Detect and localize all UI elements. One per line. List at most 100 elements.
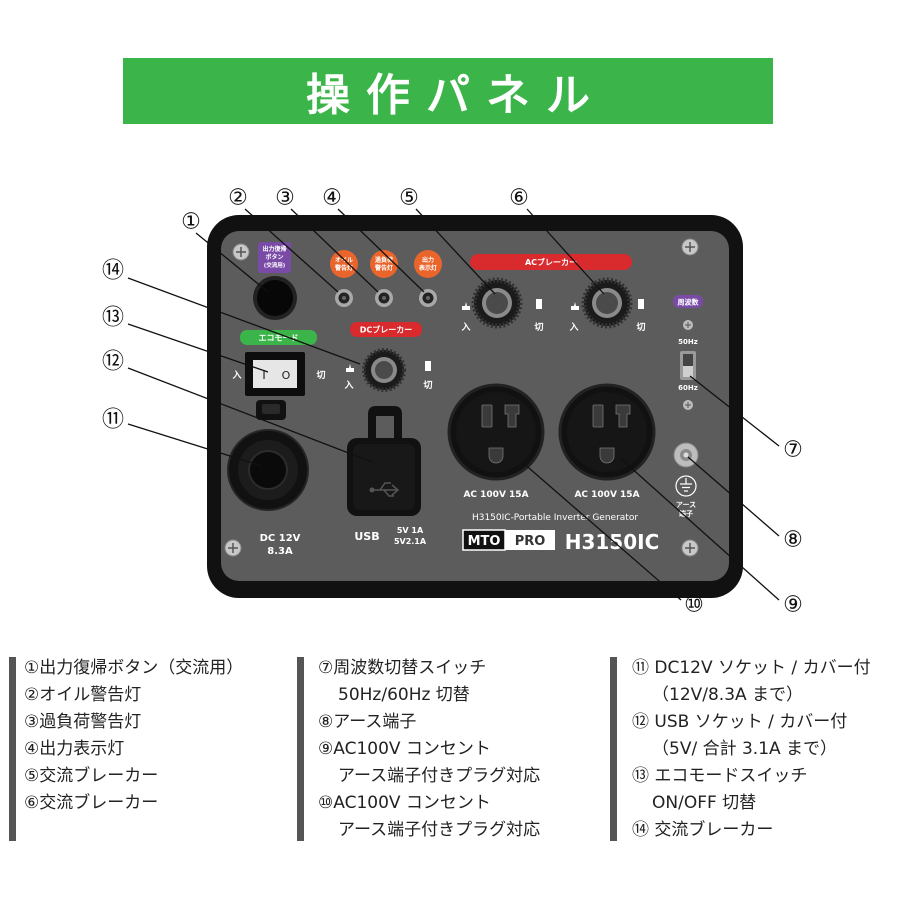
- dc-breaker-label-text: DCブレーカー: [360, 325, 413, 335]
- legend-item: ④出力表示灯: [24, 739, 125, 759]
- legend-item: ⑨AC100V コンセント: [318, 739, 491, 759]
- page-title: 操作パネル: [306, 70, 606, 121]
- lamp-label-line: 警告灯: [374, 264, 393, 272]
- output-indicator-lamp: [419, 289, 437, 307]
- callout-4: ④: [322, 186, 342, 211]
- reset-icon: [571, 302, 579, 310]
- legend-item: ③過負荷警告灯: [24, 712, 142, 732]
- leader-line: [415, 208, 496, 295]
- leader-line: [244, 208, 339, 293]
- dc-breaker-on-label: 入: [343, 380, 353, 391]
- legend-item-note: 50Hz/60Hz 切替: [338, 685, 470, 705]
- legend-item-note: アース端子付きプラグ対応: [338, 820, 541, 840]
- legend-divider: [610, 657, 617, 841]
- legend-item: ②オイル警告灯: [24, 685, 142, 705]
- dc-breaker-off-label: 切: [423, 380, 432, 391]
- reset-label-line: 出力復帰: [262, 245, 286, 253]
- ac-breaker-on-label: 入: [568, 322, 578, 333]
- legend-divider: [9, 657, 16, 841]
- eco-mode-off-label: 切: [316, 370, 325, 381]
- reset-button-label: 出力復帰 ボタン (交流用): [258, 242, 291, 273]
- leader-line: [521, 461, 682, 601]
- legend-item: ①出力復帰ボタン（交流用）: [24, 658, 244, 678]
- callout-10: ⑩: [684, 593, 704, 618]
- dc-breaker-label: DCブレーカー: [350, 322, 422, 337]
- legend-item: ⑪ DC12V ソケット / カバー付: [632, 658, 871, 678]
- frequency-60hz-label: 60Hz: [678, 384, 698, 392]
- callout-2: ②: [228, 186, 248, 211]
- callout-3: ③: [275, 186, 295, 211]
- oil-warning-lamp-label: オイル 警告灯: [330, 250, 358, 278]
- screw-icon: [232, 243, 250, 261]
- callout-6: ⑥: [509, 186, 529, 211]
- leader-line: [687, 456, 780, 537]
- usb-label: USB: [354, 530, 379, 543]
- frequency-switch: [680, 351, 696, 380]
- title-banner: 操作パネル: [123, 58, 773, 124]
- lamp-label-line: 表示灯: [418, 264, 437, 272]
- eco-mode-switch: I O: [245, 352, 305, 396]
- screw-icon: [224, 539, 242, 557]
- off-marker-icon: [638, 299, 644, 309]
- brand-logo: MTO PRO: [462, 529, 555, 551]
- ac-breaker-knob: [581, 277, 633, 329]
- screw-icon: [683, 400, 693, 410]
- off-marker-icon: [536, 299, 542, 309]
- legend-column-2: ⑦周波数切替スイッチ 50Hz/60Hz 切替 ⑧アース端子 ⑨AC100V コ…: [318, 655, 540, 844]
- eco-mode-label: エコモード: [240, 330, 317, 345]
- overload-warning-lamp: [375, 289, 393, 307]
- earth-label-line: 端子: [679, 509, 693, 518]
- model-name: H3150IC: [565, 530, 660, 554]
- screw-icon: [683, 320, 693, 330]
- screw-icon: [681, 539, 699, 557]
- leader-line: [526, 208, 605, 295]
- control-panel-diagram: 出力復帰 ボタン (交流用) オイル 警告灯 過負荷 警告灯 出力 表示灯: [102, 186, 803, 618]
- legend-item: ⑦周波数切替スイッチ: [318, 658, 487, 678]
- ac-breaker-off-label: 切: [534, 322, 543, 333]
- reset-icon: [346, 364, 354, 372]
- ac-breaker-on-label: 入: [460, 322, 470, 333]
- output-reset-button: [253, 276, 297, 320]
- legend-item-note: アース端子付きプラグ対応: [338, 766, 541, 786]
- ac-breaker-label: ACブレーカー: [470, 254, 632, 270]
- legend-column-1: ①出力復帰ボタン（交流用） ②オイル警告灯 ③過負荷警告灯 ④出力表示灯 ⑤交流…: [24, 655, 243, 817]
- usb-icon: [369, 482, 400, 497]
- callout-5: ⑤: [399, 186, 419, 211]
- reset-label-line: (交流用): [264, 261, 286, 269]
- ac-breaker-label-text: ACブレーカー: [525, 257, 577, 267]
- dc-socket-voltage: DC 12V: [260, 533, 301, 544]
- legend-divider: [297, 657, 304, 841]
- legend-item-note: （5V/ 合計 3.1A まで）: [652, 739, 838, 759]
- frequency-label-text: 周波数: [678, 298, 700, 307]
- callout-7: ⑦: [783, 438, 803, 463]
- oil-warning-lamp: [335, 289, 353, 307]
- eco-on-symbol: I: [262, 368, 266, 382]
- leader-line: [337, 208, 425, 293]
- legend-item: ⑤交流ブレーカー: [24, 766, 159, 786]
- frequency-label: 周波数: [673, 295, 703, 308]
- legend-item-note: （12V/8.3A まで）: [652, 685, 804, 705]
- callout-13: ⑬: [102, 306, 124, 331]
- legend-item: ⑩AC100V コンセント: [318, 793, 491, 813]
- leader-line: [195, 232, 269, 293]
- callout-14: ⑭: [102, 259, 124, 284]
- legend-item: ⑧アース端子: [318, 712, 417, 732]
- lamp-label-line: オイル: [335, 257, 353, 264]
- callout-1: ①: [181, 210, 201, 235]
- reset-icon: [462, 302, 470, 310]
- eco-mode-label-text: エコモード: [259, 334, 299, 343]
- callout-11: ⑪: [102, 408, 124, 433]
- legend-column-3: ⑪ DC12V ソケット / カバー付 （12V/8.3A まで） ⑫ USB …: [632, 655, 871, 844]
- callout-9: ⑨: [783, 593, 803, 618]
- leader-line: [619, 457, 780, 601]
- leader-line: [127, 277, 361, 365]
- dc-breaker-knob: [362, 348, 406, 392]
- legend-item: ⑫ USB ソケット / カバー付: [632, 712, 848, 732]
- model-description: H3150IC-Portable Inverter Generator: [472, 513, 638, 523]
- lamp-label-line: 警告灯: [334, 264, 353, 272]
- eco-off-symbol: O: [282, 369, 291, 382]
- ground-icon: [675, 475, 697, 497]
- ac-breaker-off-label: 切: [636, 322, 645, 333]
- ac-breaker-knob: [471, 277, 523, 329]
